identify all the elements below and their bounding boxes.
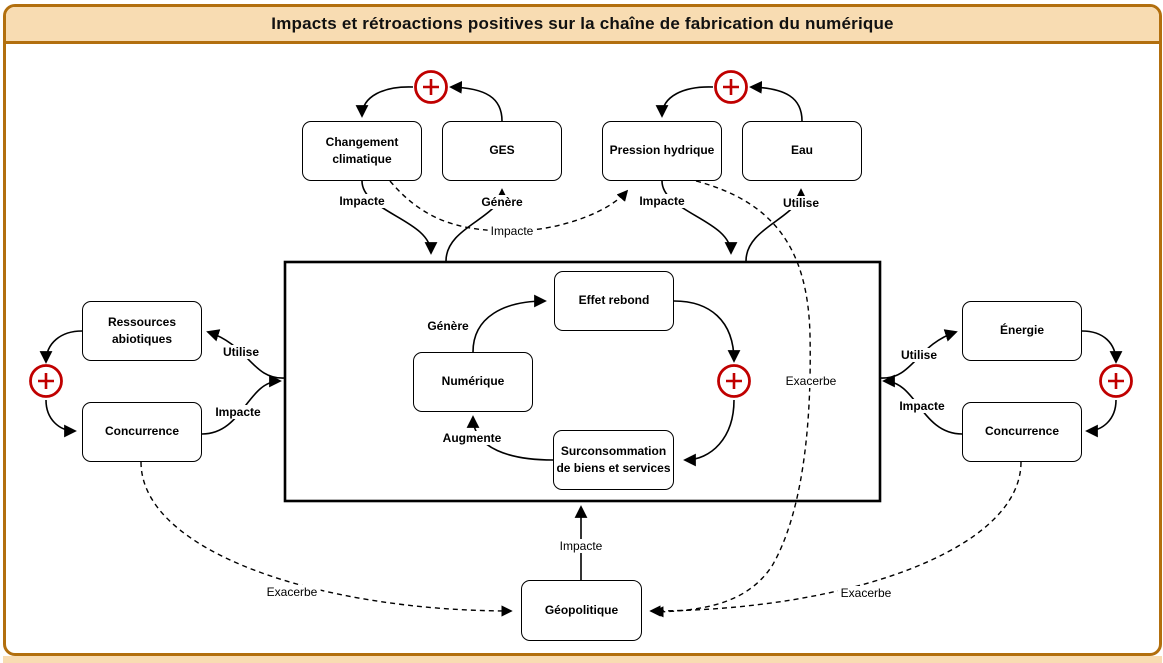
plus-feedback-icon [1099, 364, 1133, 398]
edge-label-genere: Génère [424, 319, 472, 333]
edge-label-impacte: Impacte [556, 539, 606, 553]
edge-ressources-to-plus [39, 330, 83, 364]
edge-surconsommation-augmente-numerique [466, 415, 554, 461]
edge-eau-to-plus [749, 80, 803, 122]
edge-label-impacte-dashed: Impacte [487, 224, 537, 238]
edge-changement-impacte-chain [361, 180, 438, 255]
edge-ges-to-plus [449, 80, 503, 122]
node-concurrence-droite: Concurrence [962, 402, 1082, 462]
edge-concurrence-gauche-exacerbe-geopolitique-dashed [140, 461, 513, 617]
next-section-strip [3, 656, 1162, 663]
node-eau: Eau [742, 121, 862, 181]
node-pression-hydrique: Pression hydrique [602, 121, 722, 181]
node-concurrence-gauche: Concurrence [82, 402, 202, 462]
node-energie: Énergie [962, 301, 1082, 361]
plus-feedback-icon [717, 364, 751, 398]
page-title: Impacts et rétroactions positives sur la… [271, 14, 894, 33]
edge-pression-impacte-chain [661, 180, 738, 255]
plus-feedback-icon [414, 70, 448, 104]
edge-plus-to-concurrence-gauche [45, 399, 77, 438]
edge-plus-to-concurrence-droite [1085, 399, 1117, 438]
edge-plus-to-changement [355, 86, 414, 118]
edge-label-impacte: Impacte [336, 194, 388, 208]
node-geopolitique: Géopolitique [521, 580, 642, 641]
edge-label-utilise: Utilise [897, 348, 941, 362]
edge-plus-to-surconsommation [683, 399, 735, 467]
plus-feedback-icon [714, 70, 748, 104]
edge-label-utilise: Utilise [219, 345, 263, 359]
edge-label-exacerbe: Exacerbe [837, 586, 895, 600]
edge-label-genere: Génère [478, 195, 526, 209]
edge-concurrence-droite-exacerbe-geopolitique-dashed [649, 461, 1022, 617]
title-bar: Impacts et rétroactions positives sur la… [6, 7, 1159, 44]
edge-label-impacte: Impacte [212, 405, 264, 419]
edge-plus-to-pression [655, 86, 714, 118]
edge-label-impacte: Impacte [636, 194, 688, 208]
node-ges: GES [442, 121, 562, 181]
node-changement-climatique: Changement climatique [302, 121, 422, 181]
node-numerique: Numérique [413, 352, 533, 412]
node-effet-rebond: Effet rebond [554, 271, 674, 331]
plus-feedback-icon [29, 364, 63, 398]
edge-label-utilise: Utilise [779, 196, 823, 210]
edge-label-augmente: Augmente [439, 431, 505, 445]
node-ressources-abiotiques: Ressources abiotiques [82, 301, 202, 361]
edge-label-exacerbe: Exacerbe [782, 374, 840, 388]
edge-label-exacerbe: Exacerbe [263, 585, 321, 599]
edge-numerique-genere-effet [472, 294, 547, 353]
edge-effet-to-plus [673, 300, 741, 363]
node-surconsommation: Surconsommation de biens et services [553, 430, 674, 490]
edge-energie-to-plus [1081, 330, 1123, 364]
edge-label-impacte: Impacte [896, 399, 948, 413]
